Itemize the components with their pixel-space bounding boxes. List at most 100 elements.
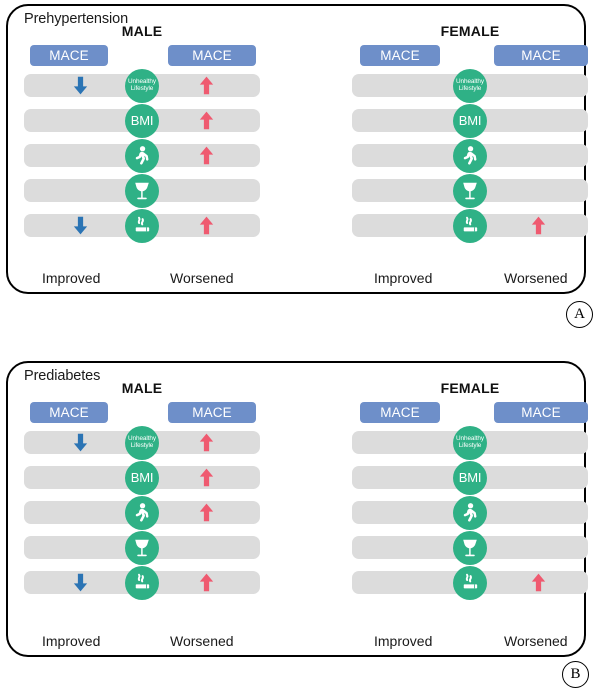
exercise-icon: [125, 138, 159, 173]
exercise-icon: [453, 495, 487, 530]
arrow-up-icon: [528, 572, 549, 593]
bmi-label: BMI: [458, 469, 482, 485]
lifestyle-row: BMI: [24, 103, 260, 138]
mace-badge-worsened: MACE: [168, 45, 256, 66]
sex-label-male: MALE: [121, 23, 163, 39]
smoking-glyph: [131, 215, 153, 237]
panel-marker-b: B: [562, 661, 589, 688]
arrow-up-icon: [196, 572, 217, 593]
panel-a-title: Prehypertension: [24, 11, 129, 27]
mace-badge-worsened: MACE: [494, 45, 588, 66]
arrow-down-icon: [70, 572, 91, 593]
lifestyle-row: [352, 495, 588, 530]
smoking-glyph: [131, 572, 153, 594]
lifestyle-row: BMI: [24, 460, 260, 495]
smoking-icon: [453, 208, 487, 243]
exercise-glyph: [131, 145, 153, 167]
footer-improved-label: Improved: [374, 270, 433, 286]
mace-badge-improved: MACE: [30, 45, 108, 66]
arrow-up-icon: [196, 502, 217, 523]
panel-marker-a: A: [566, 301, 593, 328]
bmi-icon: BMI: [125, 460, 159, 495]
alcohol-icon: [125, 530, 159, 565]
bmi-label: BMI: [130, 112, 154, 128]
footer-worsened-label: Worsened: [504, 270, 568, 286]
footer-improved-label: Improved: [42, 270, 101, 286]
lifestyle-row: [352, 138, 588, 173]
footer-improved-label: Improved: [42, 633, 101, 649]
arrow-down-icon: [70, 215, 91, 236]
lifestyle-row: BMI: [352, 460, 588, 495]
alcohol-glyph: [459, 537, 481, 559]
exercise-icon: [125, 495, 159, 530]
smoking-icon: [453, 565, 487, 600]
alcohol-icon: [125, 173, 159, 208]
alcohol-glyph: [131, 537, 153, 559]
smoking-glyph: [459, 215, 481, 237]
lifestyle-row: [24, 138, 260, 173]
exercise-icon: [453, 138, 487, 173]
arrow-down-icon: [70, 75, 91, 96]
alcohol-icon: [453, 530, 487, 565]
alcohol-glyph: [131, 180, 153, 202]
bmi-label: BMI: [458, 112, 482, 128]
mace-badge-improved: MACE: [360, 45, 440, 66]
panel-a: Prehypertension MALE MACE MACE Unhealthy…: [6, 4, 588, 294]
footer-worsened-label: Worsened: [504, 633, 568, 649]
arrow-up-icon: [196, 215, 217, 236]
lifestyle-row: [352, 530, 588, 565]
exercise-glyph: [459, 145, 481, 167]
lifestyle-row: BMI: [352, 103, 588, 138]
lifestyle-row: [24, 208, 260, 243]
arrow-up-icon: [196, 75, 217, 96]
exercise-glyph: [131, 502, 153, 524]
bmi-icon: BMI: [453, 103, 487, 138]
bmi-icon: BMI: [453, 460, 487, 495]
arrow-up-icon: [196, 110, 217, 131]
mace-badge-improved: MACE: [30, 402, 108, 423]
smoking-icon: [125, 208, 159, 243]
alcohol-icon: [453, 173, 487, 208]
panel-b-title: Prediabetes: [24, 368, 101, 384]
sex-label-female: FEMALE: [440, 23, 500, 39]
footer-improved-label: Improved: [374, 633, 433, 649]
footer-worsened-label: Worsened: [170, 270, 234, 286]
smoking-icon: [125, 565, 159, 600]
mace-badge-worsened: MACE: [494, 402, 588, 423]
lifestyle-row: [24, 530, 260, 565]
mace-badge-worsened: MACE: [168, 402, 256, 423]
footer-worsened-label: Worsened: [170, 633, 234, 649]
smoking-glyph: [459, 572, 481, 594]
alcohol-glyph: [459, 180, 481, 202]
lifestyle-row: [352, 173, 588, 208]
lifestyle-row: [352, 208, 588, 243]
bmi-icon: BMI: [125, 103, 159, 138]
arrow-down-icon: [70, 432, 91, 453]
bmi-label: BMI: [130, 469, 154, 485]
sex-label-female: FEMALE: [440, 380, 500, 396]
exercise-glyph: [459, 502, 481, 524]
lifestyle-row: [24, 565, 260, 600]
lifestyle-row: [24, 495, 260, 530]
sex-label-male: MALE: [121, 380, 163, 396]
